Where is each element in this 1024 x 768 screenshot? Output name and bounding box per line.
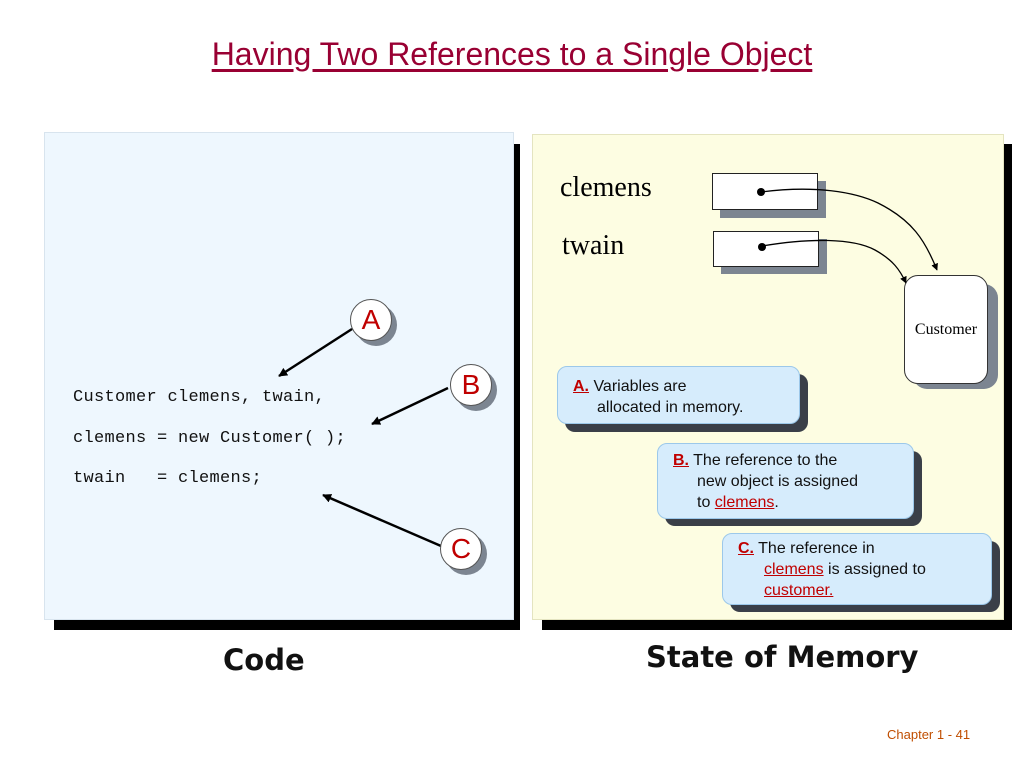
note-a-text-2: allocated in memory. — [597, 399, 744, 416]
code-line-assign-twain: twain = clemens; — [73, 469, 263, 488]
note-c-text-3: . — [828, 582, 834, 599]
note-b-text-1: The reference to the — [689, 452, 838, 469]
arrow-a — [278, 327, 353, 378]
note-c-var-customer: customer — [764, 582, 829, 599]
note-a-text-1: Variables are — [589, 378, 687, 395]
arrow-c — [322, 493, 442, 548]
marker-b: B — [450, 364, 492, 406]
note-a-label: A. — [573, 378, 589, 395]
slide-title: Having Two References to a Single Object — [211, 36, 813, 72]
memory-caption: State of Memory — [646, 640, 919, 674]
ref-box-twain — [713, 231, 819, 267]
page-footer: Chapter 1 - 41 — [887, 727, 971, 742]
pointer-twain — [761, 239, 907, 284]
code-line-declaration: Customer clemens, twain, — [73, 388, 326, 407]
note-b: B. The reference to the new object is as… — [657, 443, 914, 519]
pointer-clemens — [760, 188, 938, 271]
code-caption: Code — [223, 643, 305, 677]
code-line-new-customer: clemens = new Customer( ); — [73, 429, 347, 448]
note-c-label: C. — [738, 540, 754, 557]
note-b-text-3a: to — [697, 494, 715, 511]
note-c-text-2: is assigned to — [823, 561, 926, 578]
note-c: C. The reference in clemens is assigned … — [722, 533, 992, 605]
var-label-clemens: clemens — [560, 172, 652, 203]
customer-object-label: Customer — [914, 321, 978, 338]
ref-dot-twain — [758, 243, 766, 251]
note-a: A. Variables are allocated in memory. — [557, 366, 800, 424]
marker-c: C — [440, 528, 482, 570]
note-b-var-clemens: clemens — [714, 494, 775, 511]
arrow-b — [371, 386, 449, 426]
note-b-label: B. — [673, 452, 689, 469]
note-c-var-clemens: clemens — [764, 561, 824, 578]
note-b-text-2: new object is assigned — [697, 473, 858, 490]
var-label-twain: twain — [562, 230, 625, 261]
customer-object — [904, 275, 988, 384]
marker-a: A — [350, 299, 392, 341]
note-c-text-1: The reference in — [754, 540, 875, 557]
note-b-text-3b: . — [774, 494, 779, 511]
